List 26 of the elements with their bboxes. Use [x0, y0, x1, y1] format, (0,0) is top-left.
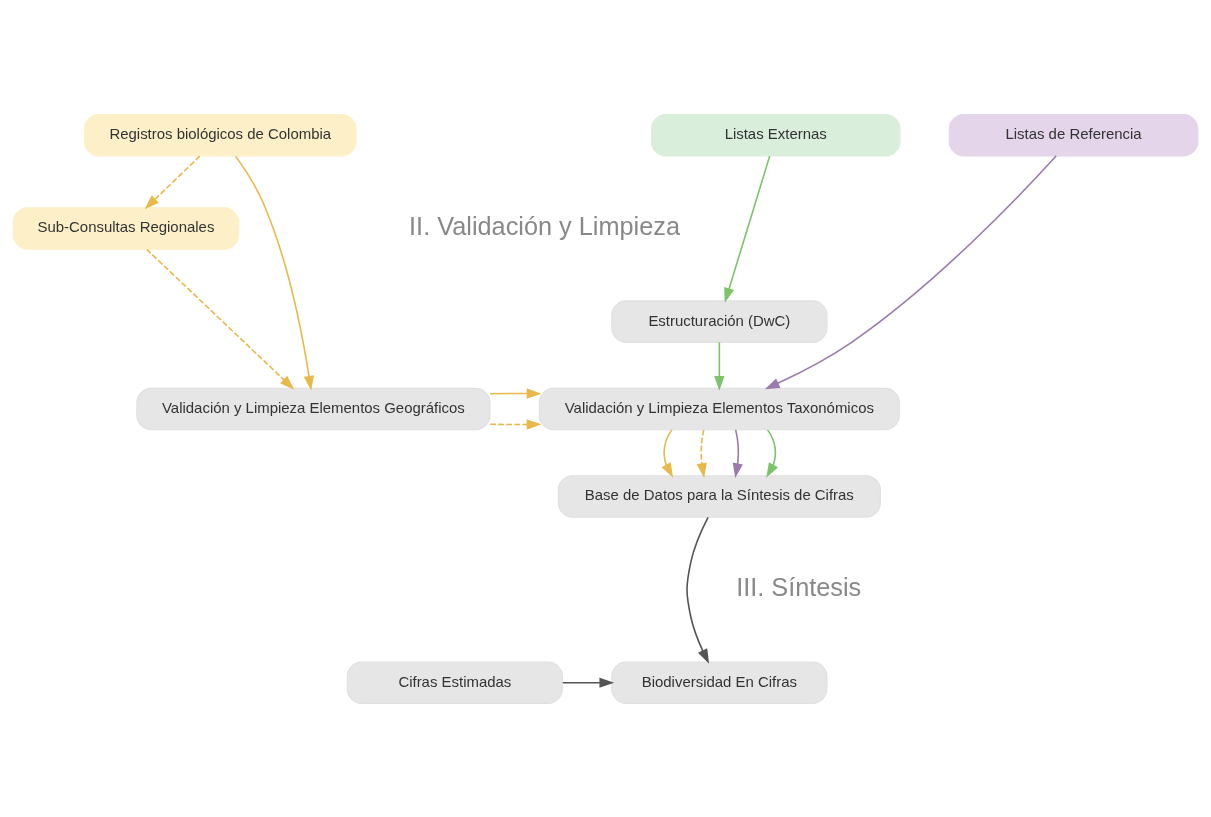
- arrow: [489, 387, 542, 399]
- arrow: [686, 516, 710, 664]
- label: III. Síntesis: [736, 572, 862, 601]
- node-box: Listas de Referencia: [948, 113, 1199, 157]
- node-box: Listas Externas: [650, 113, 901, 157]
- node-box: Base de Datos para la Síntesis de Cifras: [557, 474, 881, 518]
- node-box: Registros biológicos de Colombia: [83, 113, 357, 157]
- arrow: [714, 341, 725, 391]
- label: II. Validación y Limpieza: [409, 211, 680, 240]
- arrow: [732, 428, 743, 478]
- arrow: [145, 248, 295, 390]
- arrow: [696, 428, 707, 478]
- node-box: Sub-Consultas Regionales: [12, 206, 240, 250]
- node-box: Validación y Limpieza Elementos Geográficos: [136, 387, 491, 430]
- arrow: [234, 154, 315, 391]
- arrow: [724, 154, 771, 303]
- arrow: [764, 154, 1057, 389]
- arrow: [661, 428, 674, 478]
- arrow: [766, 428, 778, 478]
- arrow: [144, 154, 201, 209]
- node-box: Validación y Limpieza Elementos Taxonómicos: [538, 387, 900, 430]
- arrow: [562, 677, 615, 688]
- arrow: [489, 418, 542, 430]
- node-box: Biodiversidad En Cifras: [611, 660, 828, 704]
- node-box: Estructuración (DwC): [611, 299, 828, 343]
- node-box: Cifras Estimadas: [346, 660, 563, 704]
